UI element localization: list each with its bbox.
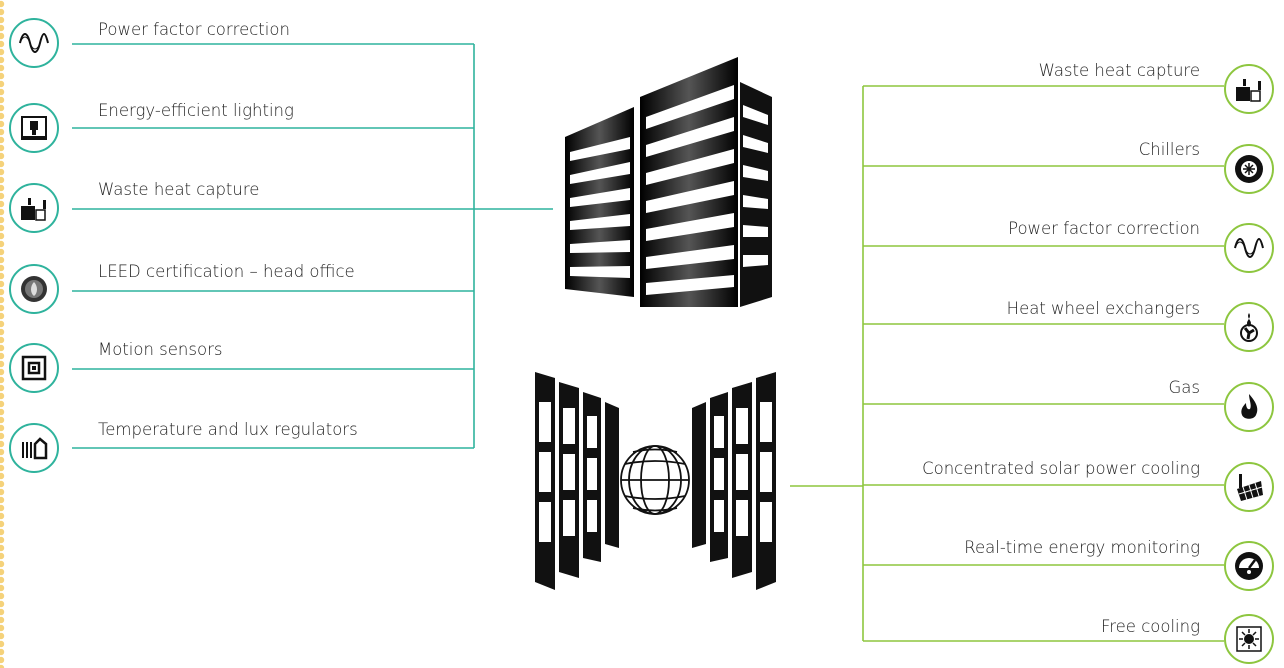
right-connectors xyxy=(790,85,1224,642)
right-label-power-factor: Power factor correction xyxy=(1008,219,1200,238)
leed-seal-icon xyxy=(9,264,59,314)
data-center-globe-icon xyxy=(535,372,776,590)
regulator-icon xyxy=(9,423,59,473)
heat-wheel-icon xyxy=(1224,302,1274,352)
left-label-lighting: Energy-efficient lighting xyxy=(98,101,294,120)
right-label-solar: Concentrated solar power cooling xyxy=(922,459,1200,478)
left-label-motion: Motion sensors xyxy=(98,340,223,359)
left-label-power-factor: Power factor correction xyxy=(98,20,290,39)
right-label-gas: Gas xyxy=(1168,378,1201,397)
snowflake-icon xyxy=(1224,144,1274,194)
factory-icon xyxy=(9,183,59,233)
light-bulb-icon xyxy=(9,103,59,153)
decorative-dot-border xyxy=(0,0,7,668)
solar-panel-icon xyxy=(1224,462,1274,512)
sine-wave-icon xyxy=(1224,223,1274,273)
office-building-icon xyxy=(565,57,772,307)
left-label-regulators: Temperature and lux regulators xyxy=(98,420,358,439)
flame-icon xyxy=(1224,382,1274,432)
left-connectors xyxy=(72,43,553,449)
right-label-monitoring: Real-time energy monitoring xyxy=(964,538,1200,557)
right-label-chillers: Chillers xyxy=(1138,140,1200,159)
right-label-free-cooling: Free cooling xyxy=(1100,617,1200,636)
left-label-waste-heat: Waste heat capture xyxy=(98,180,260,199)
gauge-icon xyxy=(1224,541,1274,591)
sun-icon xyxy=(1224,614,1274,664)
sine-wave-icon xyxy=(9,18,59,68)
motion-sensor-icon xyxy=(9,343,59,393)
left-label-leed: LEED certification – head office xyxy=(98,262,355,281)
right-label-waste-heat: Waste heat capture xyxy=(1038,61,1200,80)
right-label-heat-wheel: Heat wheel exchangers xyxy=(1006,299,1200,318)
factory-icon xyxy=(1224,64,1274,114)
